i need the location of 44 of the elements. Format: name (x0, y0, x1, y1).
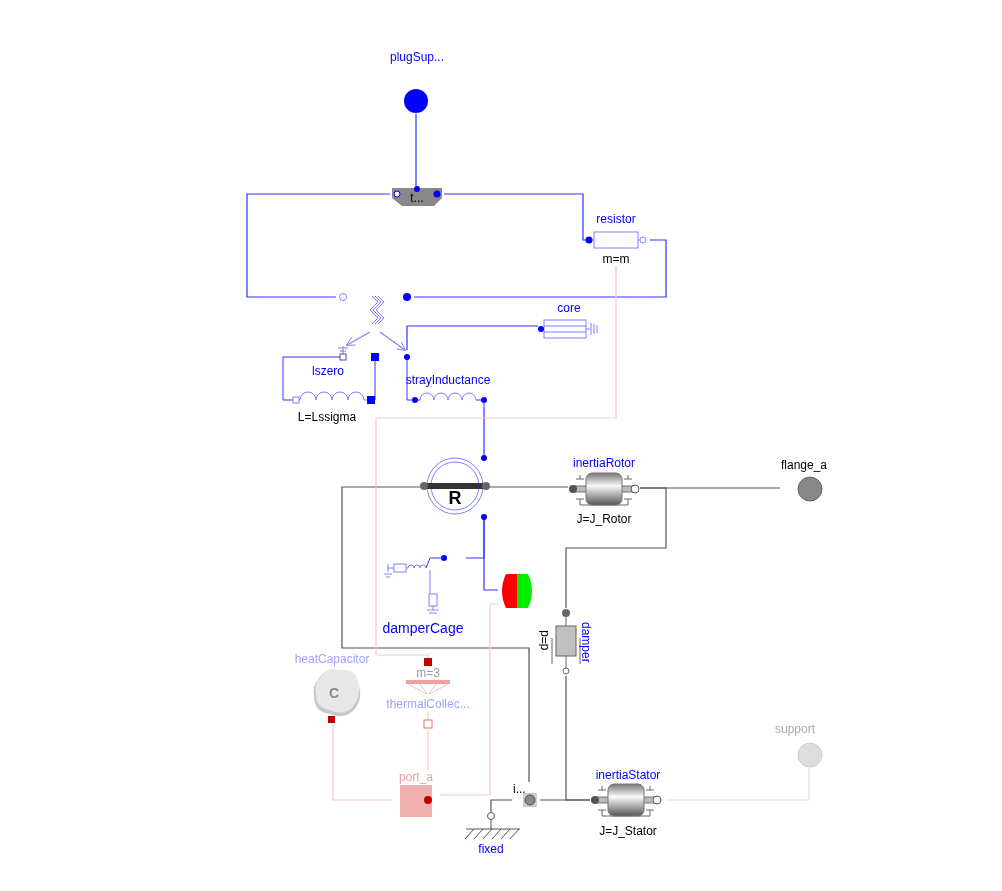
component-name: inertiaRotor (572, 456, 636, 470)
component-name: resistor (595, 212, 637, 226)
component-name: plugSup... (388, 50, 445, 64)
parameter-label: m=3 (415, 666, 441, 680)
wire (483, 407, 485, 456)
wire (439, 603, 499, 796)
symbol-letter: R (447, 488, 463, 508)
wire (483, 518, 499, 591)
wire (443, 193, 587, 241)
component-name: port_a (398, 770, 434, 784)
parameter-label: J=J_Rotor (575, 512, 633, 526)
wire (490, 799, 513, 813)
component-name: strayInductance (404, 373, 492, 387)
arrow (345, 331, 371, 346)
parameter-label: d=d (537, 630, 551, 651)
parameter-label: J=J_Stator (598, 824, 658, 838)
component-name: thermalCollec... (385, 697, 471, 711)
parameter-label: L=Lssigma (296, 410, 358, 424)
component-name: core (556, 301, 582, 315)
wire (415, 113, 417, 187)
component-name: i... (513, 782, 526, 796)
component-name: damper (579, 622, 593, 663)
wire (406, 325, 539, 351)
component-name: fixed (477, 842, 505, 856)
arrow (379, 331, 407, 351)
wire (341, 486, 530, 783)
component-name: inertiaStator (594, 768, 662, 782)
component-name: flange_a (780, 458, 828, 472)
wire (332, 723, 393, 801)
wire (375, 265, 617, 659)
parameter-label: m=m (601, 252, 631, 266)
component-name: damperCage (381, 620, 465, 636)
component-name: heatCapacitor (293, 652, 371, 666)
component-name: lszero (311, 364, 345, 378)
wire (413, 239, 667, 298)
wire (427, 729, 429, 771)
component-name: support (774, 722, 816, 736)
wire (665, 767, 810, 801)
component-name: t... (409, 191, 425, 205)
wire (246, 193, 391, 298)
wire (565, 487, 667, 609)
wire (489, 486, 569, 488)
wire (539, 799, 591, 801)
symbol-letter: C (328, 685, 340, 701)
